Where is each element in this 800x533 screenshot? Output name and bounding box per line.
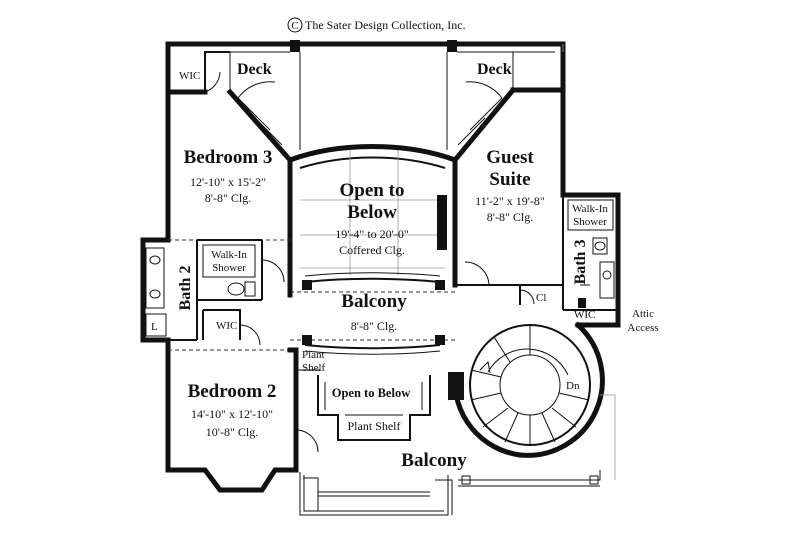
lower-structure <box>299 375 616 516</box>
linen-label: L <box>151 321 158 333</box>
right-side-rooms <box>455 195 618 311</box>
deck-doors <box>237 81 503 146</box>
balcony-mid-name: Balcony <box>341 291 407 312</box>
deck-right-label: Deck <box>477 61 512 78</box>
spiral-stair <box>448 324 591 446</box>
room-labels: Deck Deck WIC Bedroom 3 12'-10" x 15'-2"… <box>151 61 659 471</box>
bedroom3-ceiling: 8'-8" Clg. <box>205 191 251 205</box>
guest-line2: Suite <box>489 169 530 190</box>
bedroom3-name: Bedroom 3 <box>184 147 273 168</box>
wic-right-label: WIC <box>574 309 595 321</box>
left-side-rooms <box>145 71 320 473</box>
copyright-symbol-letter: C <box>291 20 298 32</box>
copyright-text: The Sater Design Collection, Inc. <box>305 18 466 32</box>
plant-shelf-left-line1: Plant <box>302 349 325 361</box>
plant-shelf-left-line2: Shelf <box>302 362 326 374</box>
open-lower-label: Open to Below <box>332 386 410 400</box>
guest-size: 11'-2" x 19'-8" <box>475 194 545 208</box>
wic-top-label: WIC <box>179 70 200 82</box>
balcony-lower-label: Balcony <box>401 450 467 471</box>
bedroom2-ceiling: 10'-8" Clg. <box>206 425 258 439</box>
attic-line1: Attic <box>632 308 654 320</box>
walkin-left-line2: Shower <box>212 262 246 274</box>
walkin-right-line1: Walk-In <box>572 203 608 215</box>
plant-shelf-lower-label: Plant Shelf <box>348 419 401 433</box>
walkin-left-line1: Walk-In <box>211 249 247 261</box>
open-upper-ceiling: Coffered Clg. <box>339 243 405 257</box>
deck-lines <box>168 44 564 150</box>
attic-line2: Access <box>627 322 658 334</box>
walkin-right-line2: Shower <box>573 216 607 228</box>
stair-dn-label: Dn <box>566 380 580 392</box>
copyright-header: C The Sater Design Collection, Inc. <box>287 17 466 33</box>
balcony-mid-ceiling: 8'-8" Clg. <box>351 319 397 333</box>
bedroom2-name: Bedroom 2 <box>188 381 277 402</box>
bath2-label: Bath 2 <box>177 266 194 311</box>
bedroom3-size: 12'-10" x 15'-2" <box>190 175 266 189</box>
open-upper-line1: Open to <box>340 180 405 201</box>
copyright-symbol <box>287 17 303 33</box>
wic-mid-label: WIC <box>216 320 237 332</box>
open-to-below-upper <box>286 144 459 288</box>
open-upper-line2: Below <box>347 202 397 223</box>
balcony-mid-structure <box>287 280 455 355</box>
closet-label: Cl <box>536 292 546 304</box>
bath3-label: Bath 3 <box>572 240 589 285</box>
guest-ceiling: 8'-8" Clg. <box>487 210 533 224</box>
bedroom2-size: 14'-10" x 12'-10" <box>191 407 273 421</box>
open-upper-size: 19'-4" to 20'-0" <box>335 227 409 241</box>
deck-left-label: Deck <box>237 61 272 78</box>
guest-line1: Guest <box>486 147 534 168</box>
